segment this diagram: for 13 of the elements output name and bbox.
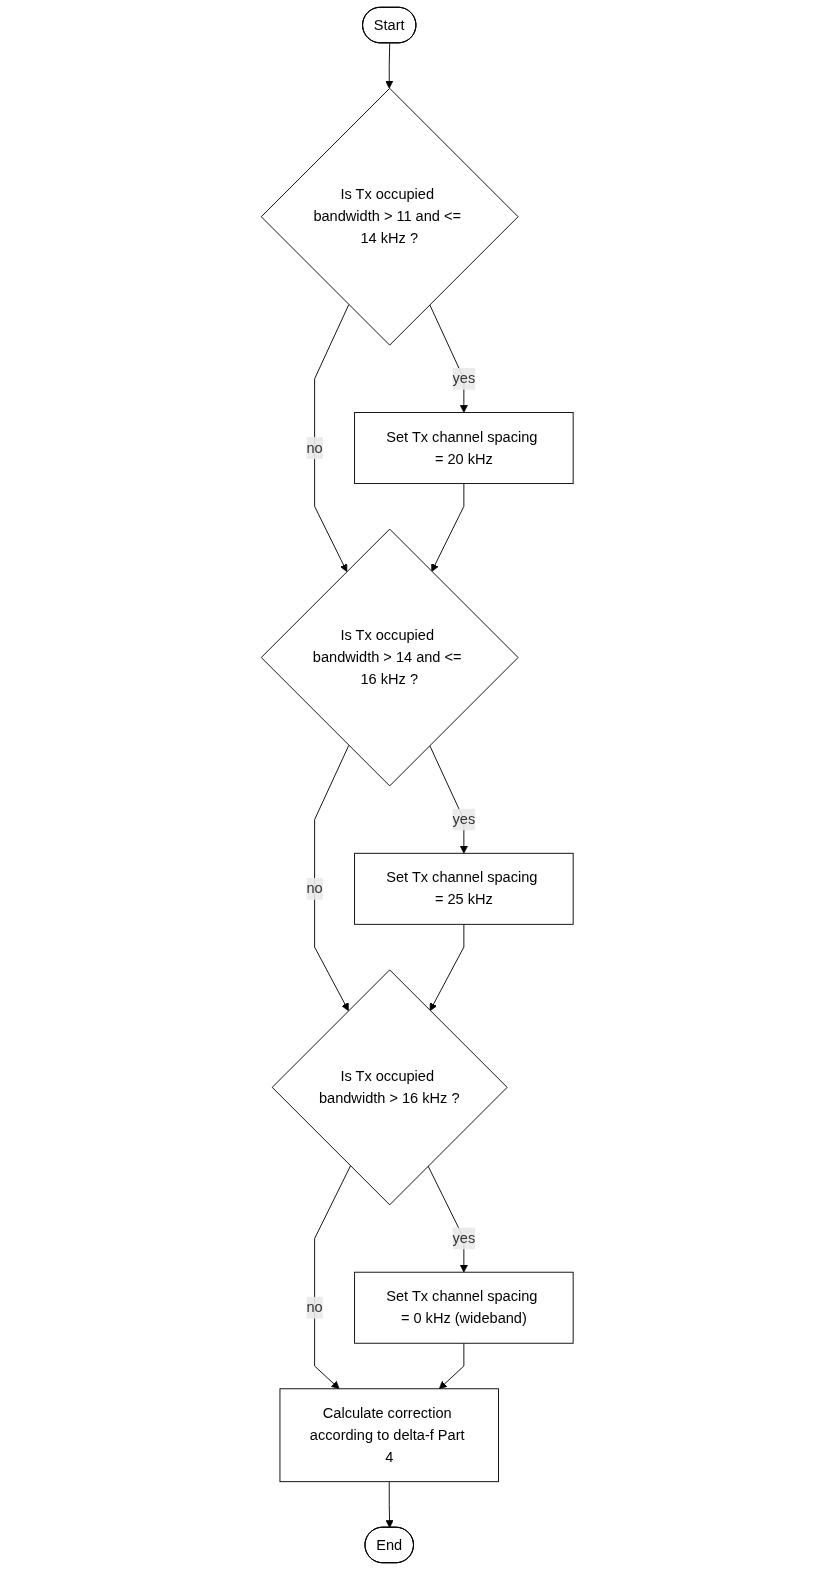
node-box: Set Tx channel spacing = 25 kHz <box>353 852 574 925</box>
edge-label: yes <box>452 370 475 387</box>
node-box: Set Tx channel spacing = 0 kHz (wideband) <box>353 1271 574 1344</box>
node-diamond: Is Tx occupied bandwidth > 14 and <= 16 kHz ? <box>260 528 519 787</box>
node-diamond: Is Tx occupied bandwidth > 16 kHz ? <box>271 969 508 1206</box>
edge-label: no <box>306 880 323 897</box>
edge-label: yes <box>452 811 475 827</box>
edge-label: no <box>306 439 323 456</box>
node-box: Calculate correction according to delta-f Part 4 <box>279 1388 499 1483</box>
edge-label: yes <box>452 1230 475 1246</box>
node-box: Set Tx channel spacing = 20 kHz <box>353 412 574 485</box>
node-diamond: Is Tx occupied bandwidth > 11 and <= 14 kHz ? <box>260 87 519 346</box>
edge-label: no <box>306 1299 323 1316</box>
